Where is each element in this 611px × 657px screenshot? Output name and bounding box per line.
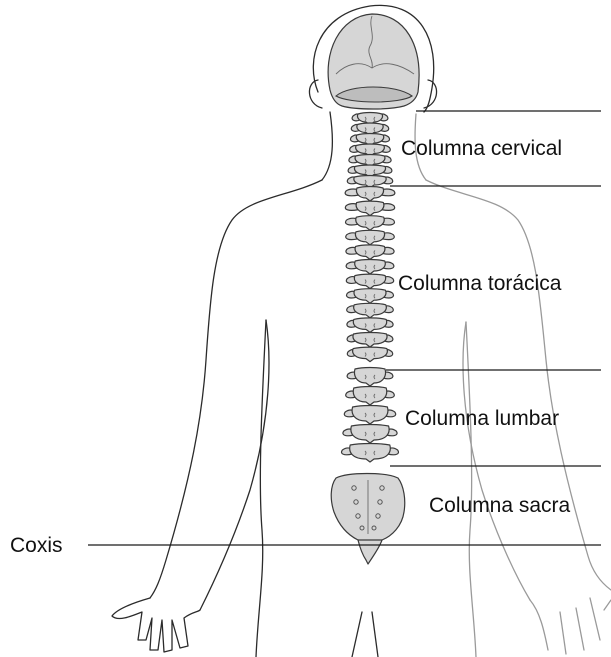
label-coccyx: Coxis: [10, 534, 63, 557]
label-sacral: Columna sacra: [429, 494, 571, 517]
left-hand: [112, 598, 200, 652]
skull: [328, 14, 419, 109]
neck-left: [322, 112, 332, 180]
crotch-line-right: [372, 612, 378, 657]
thoracic-vertebra: [346, 260, 394, 275]
right-torso-side: [466, 322, 476, 657]
thoracic-vertebra: [345, 187, 395, 202]
crotch-line-left: [352, 612, 362, 657]
thoracic-vertebra: [347, 333, 393, 348]
right-arm-outer: [426, 180, 611, 590]
label-thoracic: Columna torácica: [398, 272, 562, 295]
lumbar-vertebra: [344, 406, 395, 425]
vertebral-column: [342, 113, 399, 463]
label-lumbar: Columna lumbar: [405, 407, 559, 430]
thoracic-vertebra: [346, 274, 393, 289]
left-torso-side: [256, 320, 266, 657]
lumbar-vertebra: [346, 387, 395, 406]
thoracic-vertebra: [347, 303, 394, 318]
right-hand: [530, 598, 611, 654]
thoracic-vertebra: [345, 201, 394, 216]
thoracic-vertebra: [347, 347, 392, 362]
thoracic-vertebra: [347, 318, 393, 333]
thoracic-vertebra: [346, 245, 394, 260]
sacrum: [331, 474, 405, 542]
lumbar-vertebra: [342, 444, 399, 463]
thoracic-vertebra: [346, 216, 395, 231]
left-arm-outer: [150, 180, 322, 598]
coccyx-bone: [358, 540, 382, 564]
thoracic-vertebra: [347, 289, 394, 304]
region-labels: Columna cervical Columna torácica Column…: [10, 137, 571, 557]
label-cervical: Columna cervical: [401, 137, 562, 160]
lumbar-vertebra: [343, 425, 397, 444]
left-arm-inner: [200, 320, 269, 610]
coccyx: [358, 540, 382, 564]
thoracic-vertebra: [346, 230, 395, 245]
right-arm-inner: [463, 322, 530, 600]
